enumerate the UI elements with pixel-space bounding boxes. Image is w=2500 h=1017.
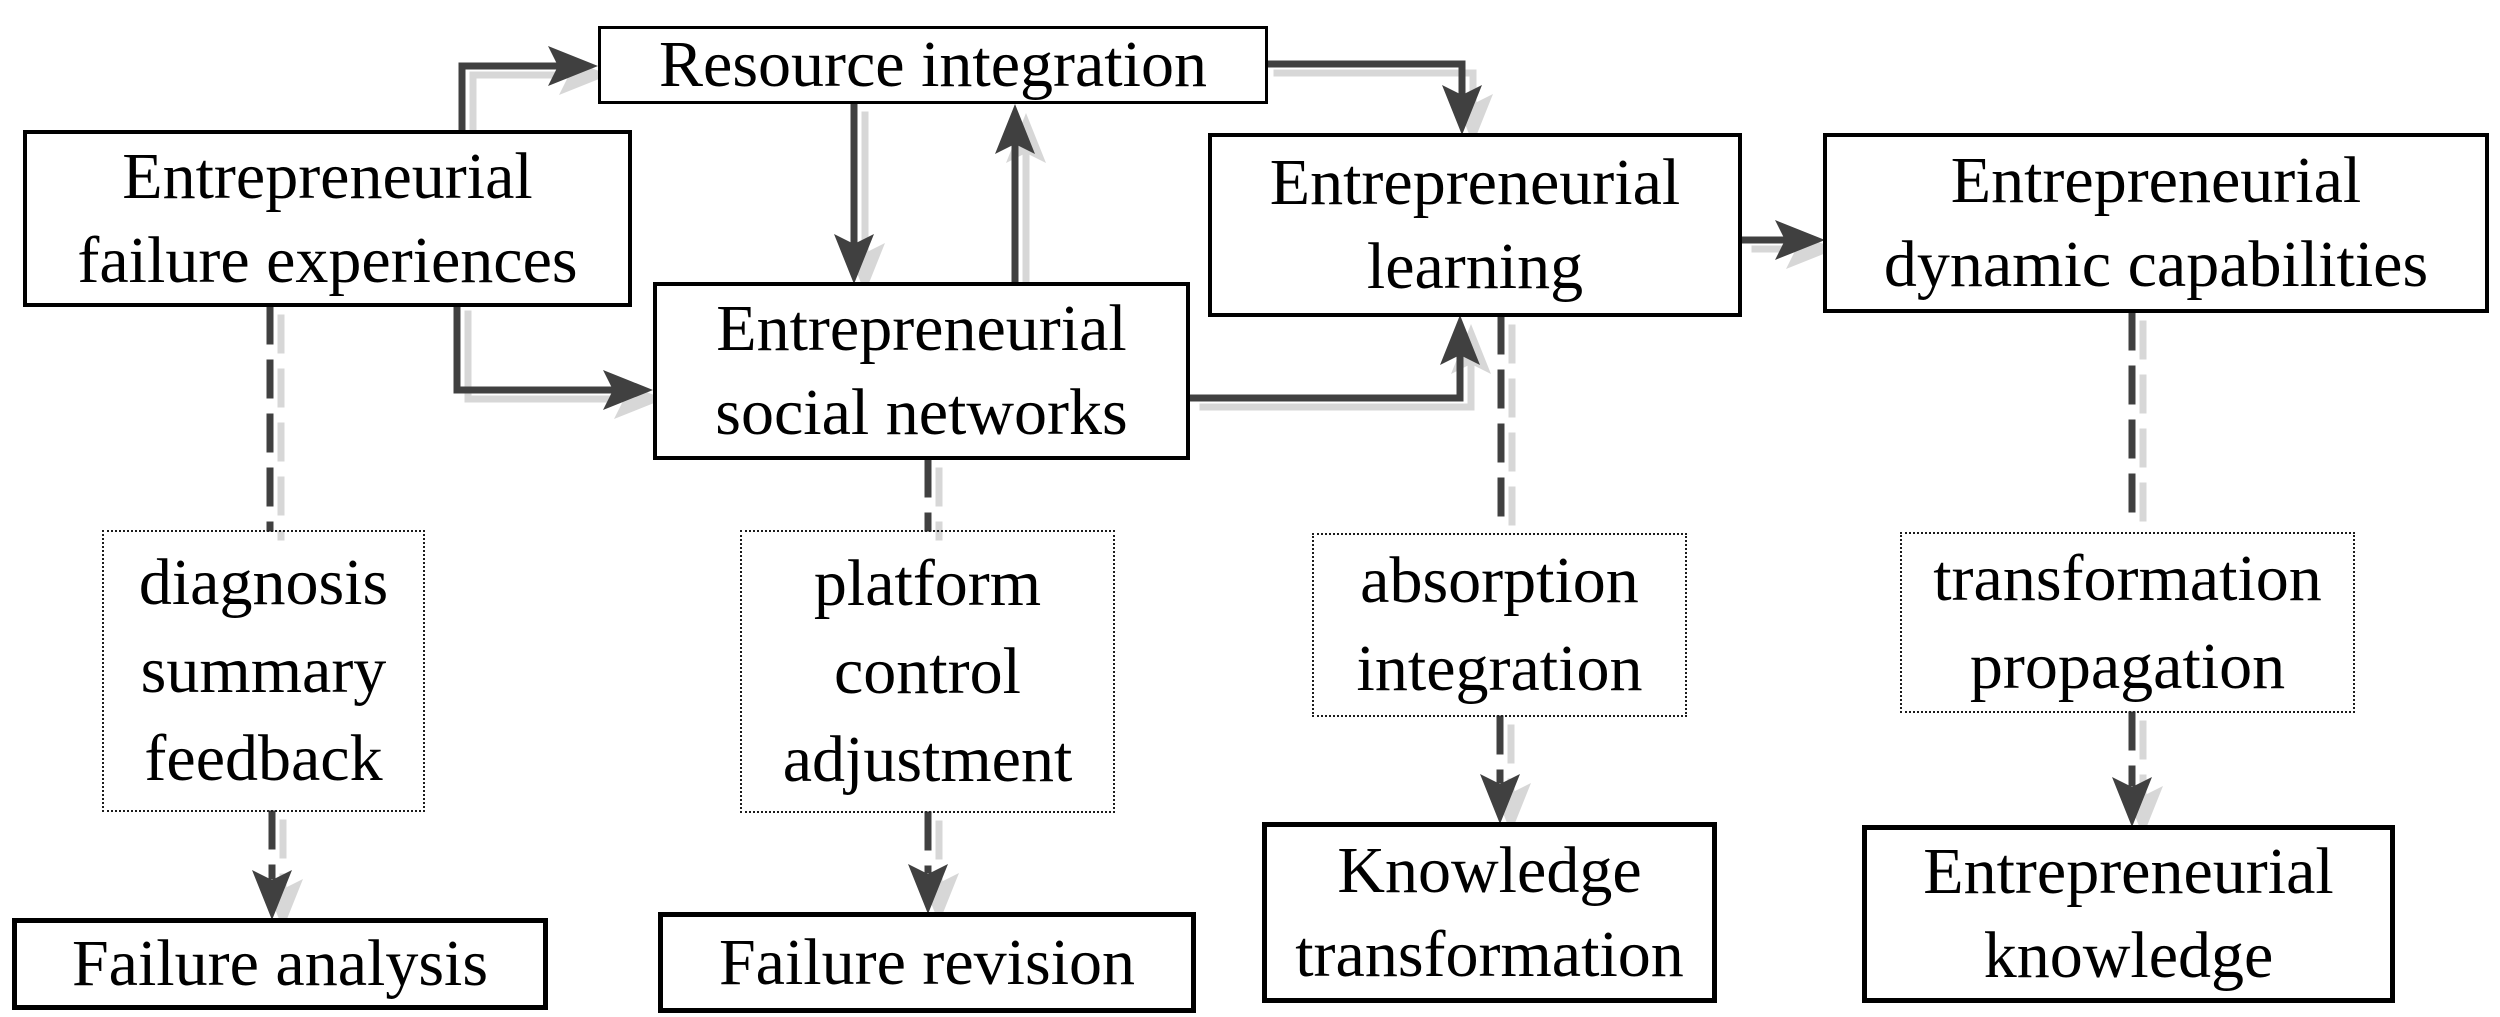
box-transformation-propagation-label: transformation propagation <box>1933 541 2322 703</box>
box-entrepreneurial-social-networks-label: Entrepreneurial social networks <box>715 292 1128 449</box>
box-failure-analysis-label: Failure analysis <box>71 927 489 1000</box>
box-resource-integration-label: Resource integration <box>659 28 1207 101</box>
box-platform-control-adjustment: platform control adjustment <box>740 530 1115 813</box>
box-entrepreneurial-social-networks: Entrepreneurial social networks <box>653 282 1190 460</box>
box-transformation-propagation: transformation propagation <box>1900 532 2355 713</box>
box-failure-revision: Failure revision <box>658 912 1196 1013</box>
box-diagnosis-summary-feedback-label: diagnosis summary feedback <box>138 546 389 795</box>
box-knowledge-transformation: Knowledge transformation <box>1262 822 1717 1003</box>
box-diagnosis-summary-feedback: diagnosis summary feedback <box>102 530 425 812</box>
box-entrepreneurial-dynamic-capabilities-label: Entrepreneurial dynamic capabilities <box>1883 144 2429 301</box>
box-entrepreneurial-failure-experiences: Entrepreneurial failure experiences <box>23 130 632 307</box>
box-platform-control-adjustment-label: platform control adjustment <box>782 546 1073 796</box>
box-entrepreneurial-knowledge: Entrepreneurial knowledge <box>1862 825 2395 1003</box>
box-entrepreneurial-knowledge-label: Entrepreneurial knowledge <box>1923 835 2334 992</box>
box-entrepreneurial-failure-experiences-label: Entrepreneurial failure experiences <box>77 139 578 297</box>
box-entrepreneurial-learning: Entrepreneurial learning <box>1208 133 1742 317</box>
box-resource-integration: Resource integration <box>598 26 1268 104</box>
box-failure-revision-label: Failure revision <box>718 925 1136 999</box>
box-knowledge-transformation-label: Knowledge transformation <box>1295 833 1684 991</box>
box-entrepreneurial-dynamic-capabilities: Entrepreneurial dynamic capabilities <box>1823 133 2489 313</box>
box-entrepreneurial-learning-label: Entrepreneurial learning <box>1269 146 1681 303</box>
box-absorption-integration: absorption integration <box>1312 533 1687 717</box>
box-absorption-integration-label: absorption integration <box>1356 544 1643 705</box>
box-failure-analysis: Failure analysis <box>12 918 548 1010</box>
